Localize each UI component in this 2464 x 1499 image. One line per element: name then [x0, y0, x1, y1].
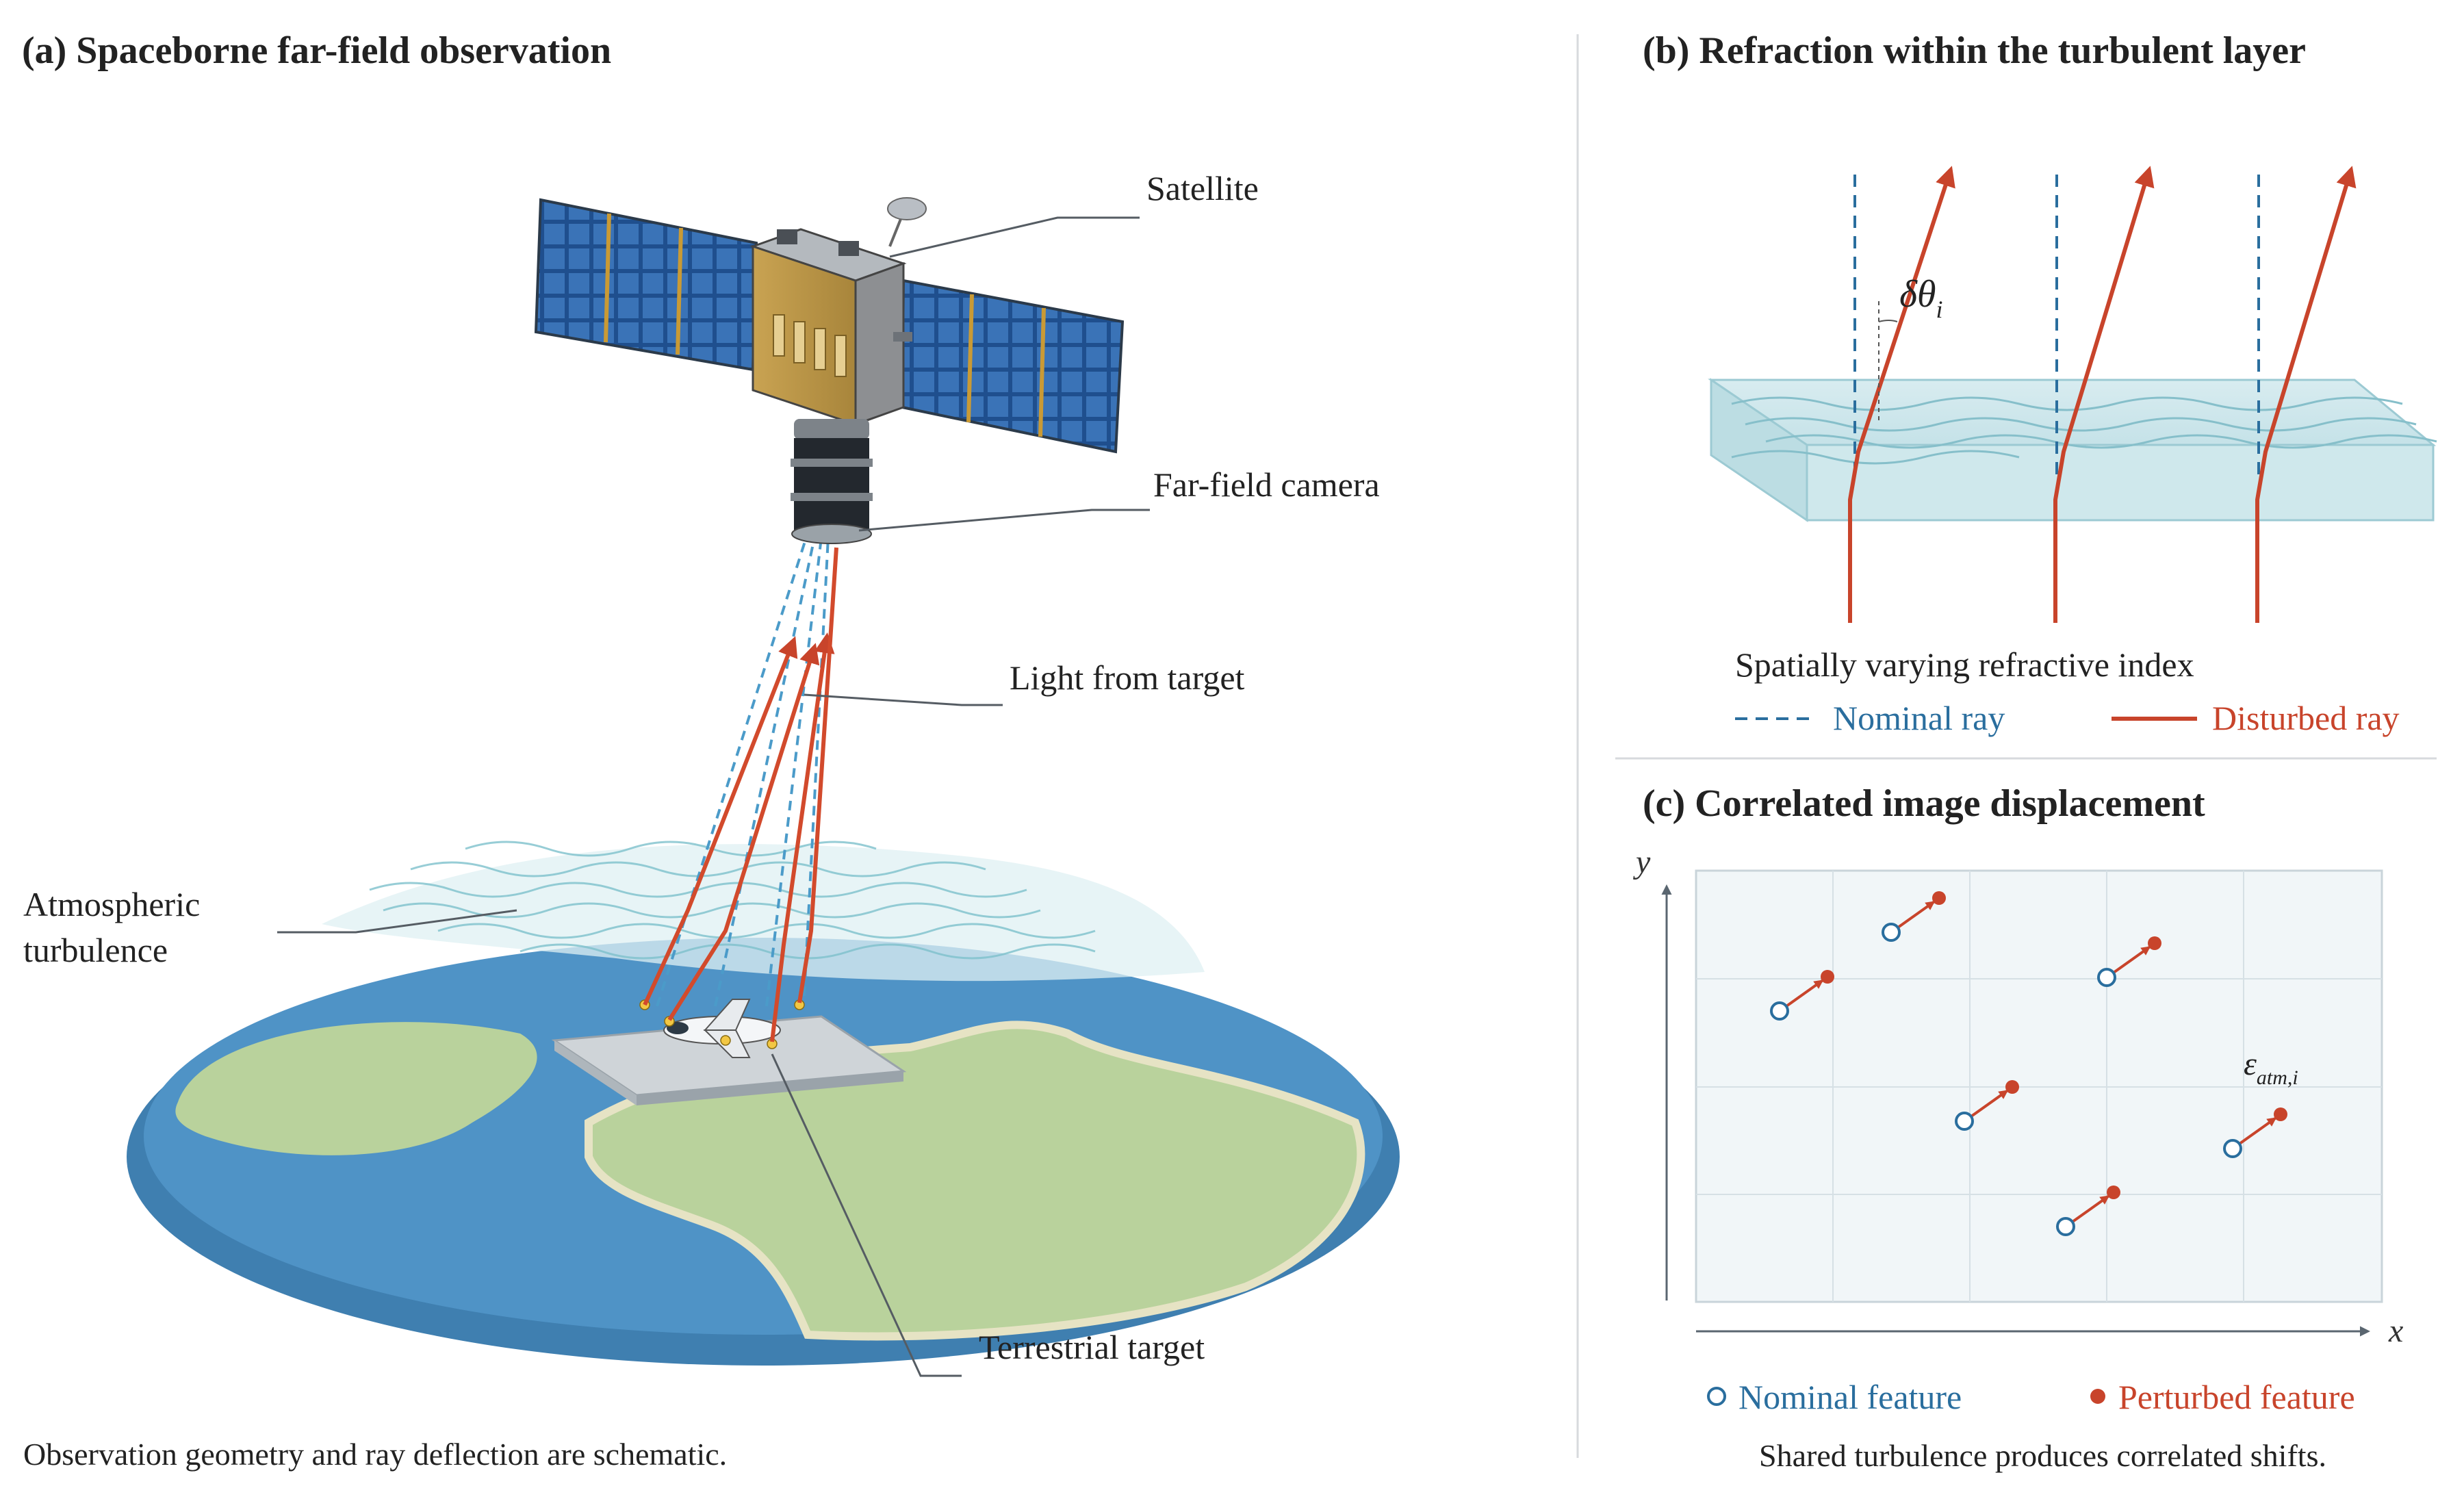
angle-label: δθi	[1899, 273, 1943, 323]
plot-grid	[1696, 871, 2382, 1302]
displacement-vector	[1897, 901, 1936, 929]
label-atmo-1: Atmospheric	[23, 885, 200, 923]
leader-lines	[277, 216, 1150, 1377]
nominal-feature-point	[2056, 1217, 2075, 1236]
satellite-icon	[534, 197, 1125, 544]
panel-b: (b) Refraction within the turbulent laye…	[1643, 29, 2437, 737]
axis-x-label: x	[2388, 1313, 2403, 1349]
turbulent-layer	[1708, 378, 2437, 522]
label-target: Terrestrial target	[979, 1328, 1205, 1366]
disturbed-rays-b	[1848, 166, 2357, 623]
panel-a-title: (a) Spaceborne far-field observation	[22, 29, 611, 72]
label-satellite: Satellite	[1146, 169, 1259, 207]
legend-nominal: Nominal ray	[1833, 699, 2005, 737]
label-camera: Far-field camera	[1153, 465, 1380, 504]
disturbed-rays	[643, 547, 838, 1042]
displacement-vector	[1785, 979, 1824, 1008]
nominal-rays-b	[1853, 175, 2260, 479]
aircraft-icon	[663, 999, 781, 1058]
nominal-feature-point	[2097, 968, 2116, 987]
panel-c-caption: Shared turbulence produces correlated sh…	[1759, 1438, 2326, 1473]
panel-c-title: (c) Correlated image displacement	[1643, 782, 2205, 825]
panel-a: (a) Spaceborne far-field observation	[22, 29, 1400, 1472]
legend-perturbed-feature: Perturbed feature	[2118, 1378, 2355, 1416]
perturbed-feature-point	[2005, 1080, 2019, 1094]
nominal-feature-point	[1770, 1001, 1789, 1021]
label-atmo-2: turbulence	[23, 931, 168, 969]
nominal-feature-point	[2223, 1139, 2242, 1158]
axis-y-label: y	[1632, 844, 1651, 880]
perturbed-feature-point	[2107, 1186, 2120, 1199]
earth-disc	[127, 938, 1400, 1366]
perturbed-feature-point	[2274, 1107, 2287, 1121]
ray-bundle	[643, 537, 838, 1042]
land-east	[585, 1021, 1365, 1341]
displacement-vector	[2112, 946, 2151, 974]
layer-label: Spatially varying refractive index	[1735, 645, 2194, 684]
angle-arc	[1878, 320, 1898, 322]
land-west	[175, 1022, 537, 1155]
nominal-feature-point	[1882, 923, 1901, 942]
nominal-rays	[656, 537, 830, 1007]
displacement-vector	[2071, 1195, 2110, 1223]
target-platform	[551, 999, 907, 1105]
displacement-vector	[1970, 1090, 2009, 1118]
atmosphere-sheet	[322, 841, 1205, 982]
legend-nominal-feature-swatch	[1707, 1387, 1726, 1406]
panel-c: (c) Correlated image displacement y x εa…	[1632, 782, 2403, 1473]
legend-nominal-feature: Nominal feature	[1738, 1378, 1962, 1416]
epsilon-label: εatm,i	[2244, 1046, 2298, 1089]
feature-points	[1770, 891, 2287, 1236]
perturbed-feature-point	[2148, 936, 2161, 950]
perturbed-feature-point	[1821, 970, 1834, 984]
legend-disturbed: Disturbed ray	[2212, 699, 2400, 737]
legend-perturbed-feature-swatch	[2090, 1389, 2105, 1404]
panel-a-caption: Observation geometry and ray deflection …	[23, 1437, 727, 1472]
perturbed-feature-point	[1932, 891, 1946, 905]
label-light: Light from target	[1010, 658, 1245, 697]
panel-b-title: (b) Refraction within the turbulent laye…	[1643, 29, 2306, 72]
displacement-vector	[2238, 1117, 2277, 1145]
nominal-feature-point	[1955, 1112, 1974, 1131]
